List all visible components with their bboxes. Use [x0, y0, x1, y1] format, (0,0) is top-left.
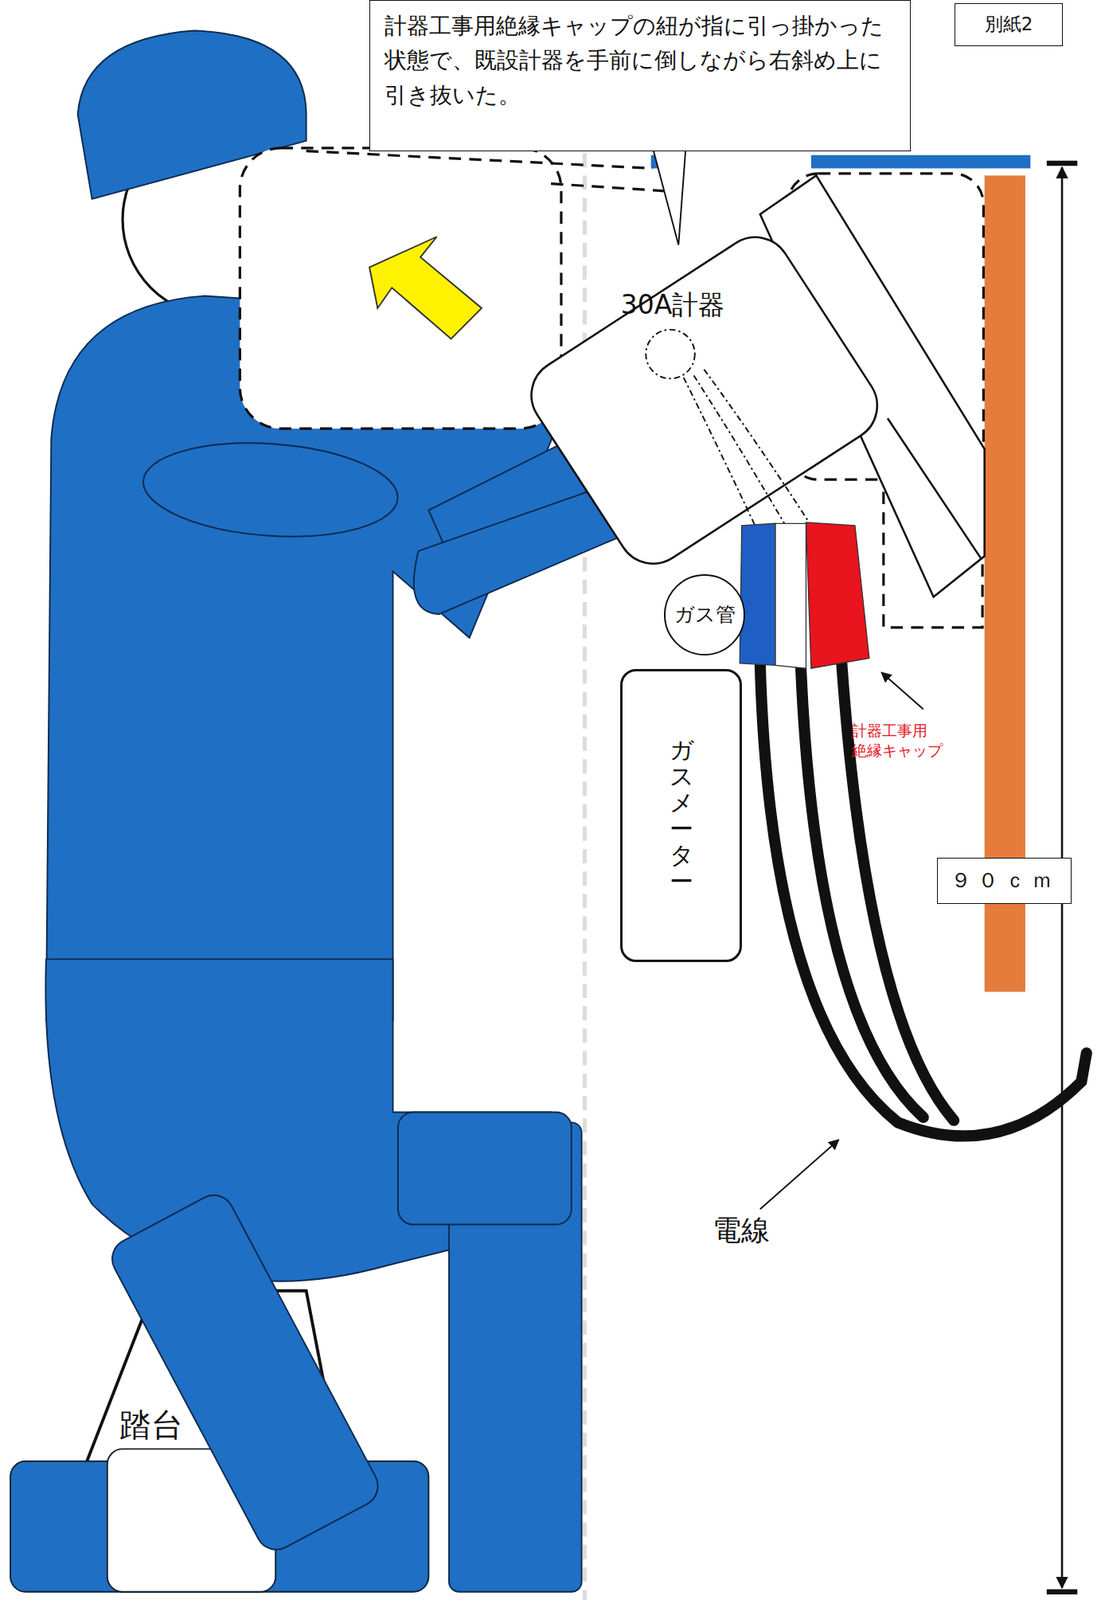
drawing-part: [105, 1187, 386, 1557]
drawing-part: [1046, 160, 1078, 166]
node-text: 30A計器: [620, 288, 726, 321]
drawing-part: [811, 155, 1031, 169]
node-text: 計器工事用絶縁キャップの紐が指に引っ掛かった状態で、既設計器を手前に倒しながら右…: [384, 8, 896, 113]
drawing-part: [760, 1139, 840, 1209]
node-text: 別紙2: [984, 12, 1034, 37]
callout-pointer: [652, 148, 686, 245]
node-text: ガス管: [674, 602, 736, 627]
cap-label: 計器工事用 絶縁キャップ: [851, 720, 972, 760]
wires: [760, 663, 1087, 1137]
dimension-box: ９０ｃｍ: [937, 857, 1072, 904]
meter-label: 30A計器: [612, 285, 733, 325]
gas-meter-box: ガスメーター: [620, 668, 742, 962]
drawing-part: [739, 523, 776, 665]
stepstool-label: 踏台: [119, 1403, 184, 1445]
gas-pipe-circle: ガス管: [663, 573, 746, 656]
wire-label: 電線: [712, 1211, 770, 1250]
drawing-part: [683, 369, 812, 526]
drawing-part: [887, 417, 982, 559]
node-text: ９０ｃｍ: [950, 867, 1059, 893]
drawing-part: [881, 671, 924, 709]
drawing-part: [550, 183, 679, 192]
drawing-part: [775, 523, 806, 668]
drawing-part: [140, 434, 402, 544]
sheet-number-box: 別紙2: [954, 3, 1063, 47]
direction-arrow: [369, 236, 482, 339]
drawing-part: [760, 663, 1087, 1137]
drawing-part: [645, 329, 695, 379]
node-text: ガスメーター: [669, 736, 694, 895]
drawing-part: [805, 522, 869, 668]
drawing-part: [239, 148, 562, 429]
drawing-part: [306, 151, 654, 169]
note-box: 計器工事用絶縁キャップの紐が指に引っ掛かった状態で、既設計器を手前に倒しながら右…: [369, 0, 911, 152]
drawing-part: [398, 1112, 572, 1225]
drawing-part: [1046, 1589, 1078, 1594]
insulation-cap: [739, 522, 870, 668]
